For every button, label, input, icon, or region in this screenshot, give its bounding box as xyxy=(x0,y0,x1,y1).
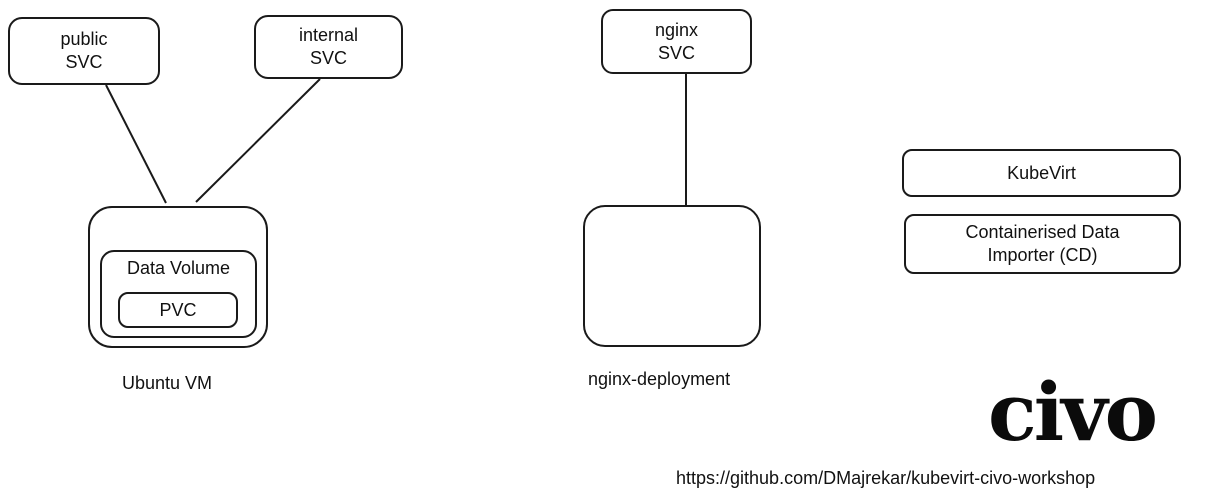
internal-svc-type: SVC xyxy=(309,48,347,68)
public-svc-type: SVC xyxy=(65,52,103,72)
public-svc-to-vm-line xyxy=(105,84,167,204)
nginx-svc-node: nginx SVC xyxy=(601,9,752,74)
cdi-label-line1: Containerised Data xyxy=(965,222,1120,242)
civo-logo: civo xyxy=(988,365,1158,459)
internal-svc-to-vm-line xyxy=(195,78,321,203)
nginx-deployment-node xyxy=(583,205,761,347)
public-svc-node: public SVC xyxy=(8,17,160,85)
public-svc-name: public xyxy=(60,29,108,49)
internal-svc-node: internal SVC xyxy=(254,15,403,79)
nginx-svc-type: SVC xyxy=(657,42,695,63)
cdi-node: Containerised Data Importer (CD) xyxy=(904,214,1181,274)
data-volume-label: Data Volume xyxy=(126,258,231,278)
pvc-label: PVC xyxy=(159,299,197,320)
nginx-svc-name: nginx xyxy=(654,19,699,40)
ubuntu-vm-caption: Ubuntu VM xyxy=(122,373,213,393)
repo-url-text: https://github.com/DMajrekar/kubevirt-ci… xyxy=(676,468,1096,488)
internal-svc-name: internal xyxy=(298,25,359,45)
pvc-node: PVC xyxy=(118,292,238,328)
nginx-deployment-caption: nginx-deployment xyxy=(588,369,731,389)
kubevirt-label: KubeVirt xyxy=(1007,162,1076,183)
cdi-label-line2: Importer (CD) xyxy=(987,245,1098,265)
kubevirt-node: KubeVirt xyxy=(902,149,1181,197)
